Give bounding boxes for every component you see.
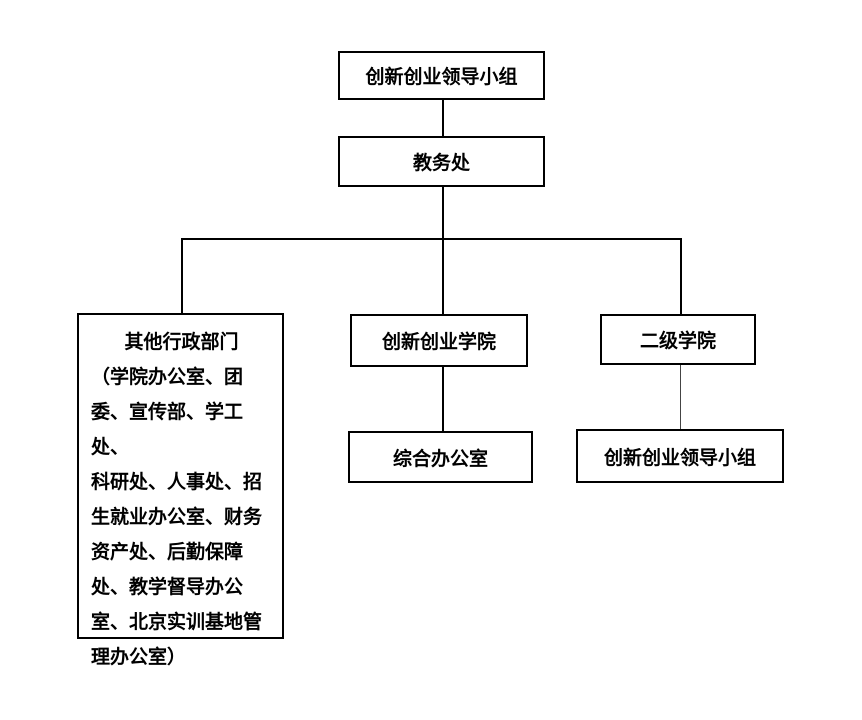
other-admin-line-1: （学院办公室、团 bbox=[91, 366, 244, 388]
connector-innovation-to-office bbox=[442, 366, 444, 431]
other-admin-line-2: 委、宣传部、学工处、 bbox=[91, 401, 244, 458]
secondary-college-node: 二级学院 bbox=[600, 314, 756, 365]
innovation-college-node: 创新创业学院 bbox=[350, 314, 528, 367]
root-node: 创新创业领导小组 bbox=[338, 51, 545, 100]
connector-horizontal-bus bbox=[181, 238, 682, 240]
secondary-leading-group-label: 创新创业领导小组 bbox=[603, 446, 756, 469]
academic-affairs-node: 教务处 bbox=[338, 136, 545, 187]
other-admin-line-3: 科研处、人事处、招 bbox=[91, 471, 263, 493]
other-admin-line-6: 处、教学督导办公 bbox=[91, 576, 244, 598]
secondary-leading-group-node: 创新创业领导小组 bbox=[576, 429, 784, 483]
other-admin-node: 其他行政部门 （学院办公室、团 委、宣传部、学工处、 科研处、人事处、招 生就业… bbox=[77, 313, 284, 668]
connector-office-down bbox=[442, 186, 444, 314]
connector-left-drop bbox=[181, 238, 183, 313]
general-office-label: 综合办公室 bbox=[392, 447, 488, 470]
academic-affairs-label: 教务处 bbox=[412, 152, 470, 174]
other-admin-title: 其他行政部门 bbox=[124, 331, 239, 353]
other-admin-line-7: 室、北京实训基地管 bbox=[91, 611, 263, 633]
root-label: 创新创业领导小组 bbox=[365, 66, 518, 88]
other-admin-line-4: 生就业办公室、财务 bbox=[91, 506, 263, 528]
other-admin-line-5: 资产处、后勤保障 bbox=[91, 541, 244, 563]
connector-root-to-office bbox=[442, 99, 444, 136]
innovation-college-label: 创新创业学院 bbox=[381, 331, 496, 353]
connector-secondary-to-group bbox=[680, 364, 681, 429]
other-admin-line-8: 理办公室） bbox=[91, 646, 187, 668]
general-office-node: 综合办公室 bbox=[348, 431, 533, 483]
secondary-college-label: 二级学院 bbox=[639, 330, 716, 352]
connector-right-drop bbox=[680, 238, 682, 314]
